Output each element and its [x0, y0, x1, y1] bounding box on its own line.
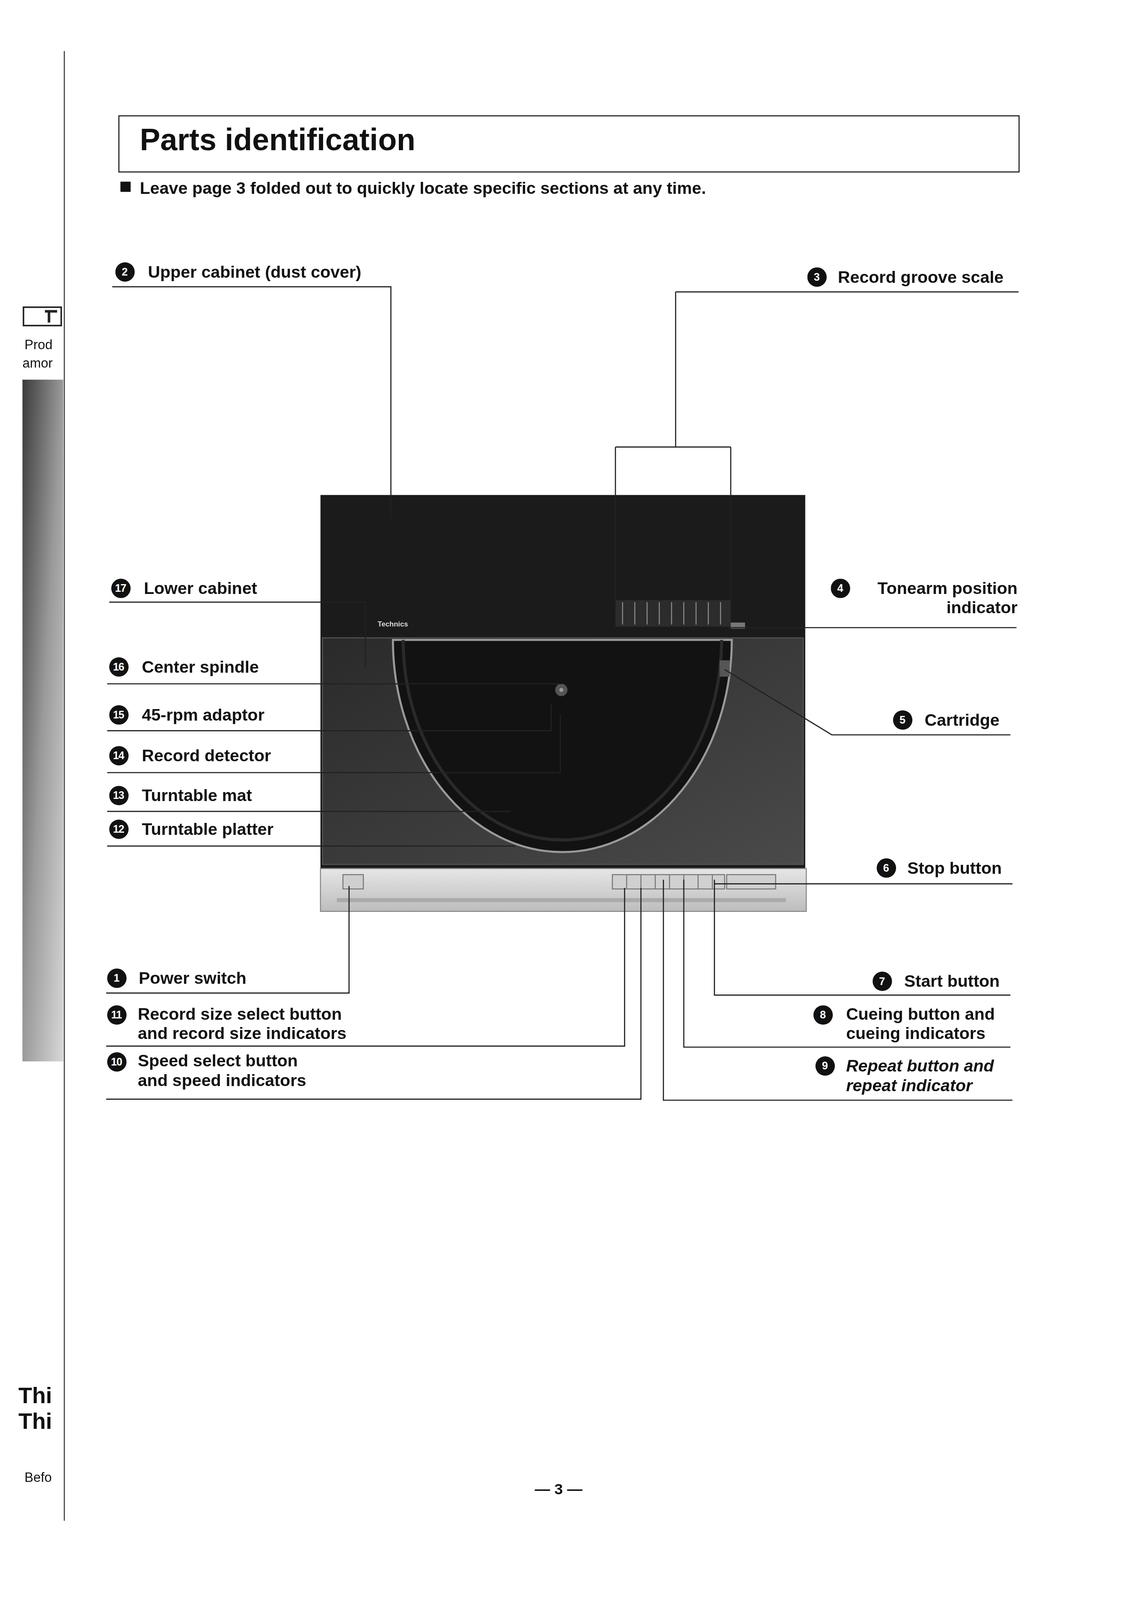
bleed-text: Thi: [18, 1383, 53, 1410]
bleed-text: Thi: [18, 1408, 53, 1435]
part-name: Center spindle: [142, 657, 259, 677]
part-name: Repeat button and repeat indicator: [846, 1056, 998, 1096]
note-text: Leave page 3 folded out to quickly locat…: [139, 178, 707, 198]
part-name: Power switch: [138, 968, 247, 988]
callout-number: 10: [106, 1051, 126, 1072]
callout-number: 2: [114, 261, 134, 282]
part-name: Speed select button and speed indicators: [137, 1051, 310, 1091]
part-name: Tonearm position indicator: [874, 578, 1018, 618]
callout-number: 12: [108, 819, 128, 839]
bleed-text: Prod: [24, 334, 53, 354]
callout-number: 8: [813, 1004, 833, 1025]
callout-number: 3: [806, 267, 826, 287]
part-name: Cueing button and cueing indicators: [846, 1004, 998, 1044]
part-name: Record groove scale: [837, 267, 1004, 287]
callout-number: 11: [106, 1004, 126, 1025]
callout-number: 13: [108, 785, 128, 805]
callout-number: 7: [872, 970, 892, 991]
part-name: 45-rpm adaptor: [142, 705, 265, 725]
part-name: Turntable mat: [142, 785, 253, 805]
callout-number: 16: [108, 656, 128, 677]
part-name: Turntable platter: [142, 819, 274, 839]
callout-number: 1: [106, 967, 126, 988]
callout-number: 5: [892, 709, 912, 730]
callout-number: 14: [108, 745, 128, 765]
part-name: Record size select button and record siz…: [137, 1004, 350, 1044]
title-text: Parts identification: [139, 121, 416, 159]
bleed-text: Befo: [24, 1467, 52, 1488]
part-name: Cartridge: [924, 710, 1000, 730]
part-name: Record detector: [142, 745, 272, 766]
part-name: Lower cabinet: [143, 578, 258, 598]
brand-logo: Technics: [377, 614, 408, 634]
callout-number: 6: [876, 857, 896, 878]
callout-number: 9: [814, 1055, 835, 1075]
callout-number: 17: [110, 578, 131, 598]
bleed-text: amor: [22, 353, 53, 373]
part-name: Start button: [904, 971, 1000, 992]
part-name: Upper cabinet (dust cover): [148, 262, 362, 282]
part-name: Stop button: [907, 858, 1002, 878]
callout-number: 4: [830, 578, 850, 598]
callout-number: 15: [108, 704, 128, 725]
page-number: — 3 —: [534, 1478, 583, 1499]
